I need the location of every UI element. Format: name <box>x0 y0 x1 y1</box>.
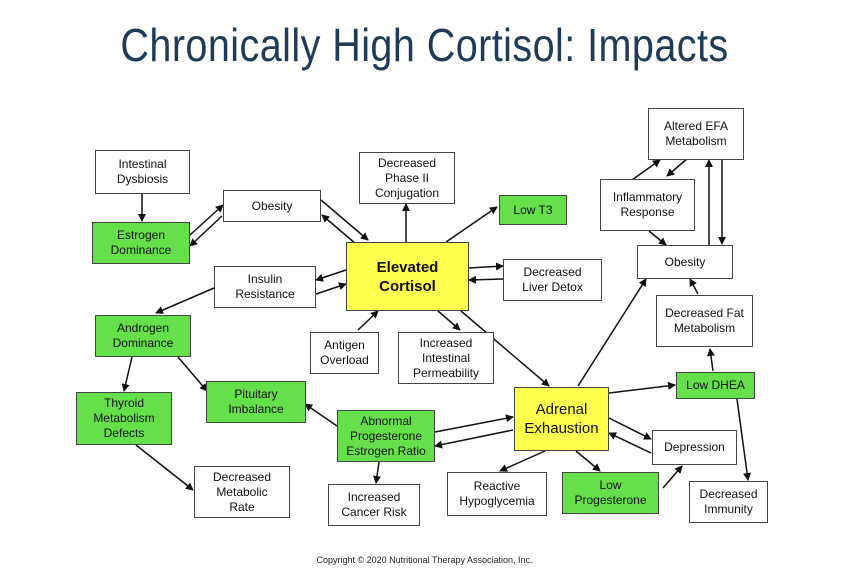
arrow-progesterone-ratio-to-adrenal <box>434 414 514 433</box>
node-intestinal-dysbiosis: Intestinal Dysbiosis <box>95 150 190 194</box>
node-low-progesterone: Low Progesterone <box>562 472 659 514</box>
arrow-cortisol-to-permeability <box>437 310 461 331</box>
arrow-obesity-to-cortisol <box>320 199 369 241</box>
arrow-liver-to-cortisol <box>468 275 504 284</box>
arrow-insulin-to-cortisol <box>315 282 347 295</box>
node-decreased-metabolic-rate: Decreased Metabolic Rate <box>194 466 290 518</box>
arrow-dhea-to-immunity <box>736 398 752 481</box>
arrow-cortisol-to-liver <box>468 262 504 271</box>
arrow-androgen-to-pituitary <box>177 356 208 392</box>
node-increased-intestinal-permeability: Increased Intestinal Permeability <box>398 332 494 384</box>
node-androgen-dominance: Androgen Dominance <box>95 315 191 357</box>
arrow-antigen-to-cortisol <box>357 310 379 331</box>
node-thyroid-metabolism: Thyroid Metabolism Defects <box>76 392 172 445</box>
arrow-cortisol-to-insulin <box>315 269 347 282</box>
page-title: Chronically High Cortisol: Impacts <box>120 19 729 71</box>
arrow-adrenal-to-lowprog <box>575 450 601 472</box>
node-insulin-resistance: Insulin Resistance <box>214 266 316 308</box>
node-low-dhea: Low DHEA <box>676 372 755 399</box>
arrow-dhea-to-fatmetab <box>706 348 715 372</box>
node-inflammatory-response: Inflammatory Response <box>600 179 695 231</box>
node-low-t3: Low T3 <box>499 195 567 225</box>
node-depression: Depression <box>652 430 737 465</box>
arrow-adrenal-to-obesity <box>577 278 647 387</box>
arrow-estrogen-to-obesity <box>189 204 224 236</box>
arrow-adrenal-to-hypoglycemia <box>499 450 546 472</box>
node-decreased-fat-metabolism: Decreased Fat Metabolism <box>656 295 753 347</box>
node-abnormal-progesterone-ratio: Abnormal Progesterone Estrogen Ratio <box>337 410 435 462</box>
node-altered-efa-metabolism: Altered EFA Metabolism <box>648 108 744 160</box>
arrow-inflammatory-to-obesity <box>648 230 667 246</box>
arrow-cortisol-to-lowt3 <box>445 206 498 243</box>
arrow-androgen-to-thyroid <box>121 356 133 392</box>
arrow-inflammatory-to-efa <box>631 159 661 181</box>
node-elevated-cortisol: Elevated Cortisol <box>346 242 469 311</box>
node-obesity-right: Obesity <box>637 245 733 279</box>
arrow-efa-to-inflammatory <box>666 157 689 177</box>
arrow-cortisol-to-adrenal <box>460 310 550 387</box>
node-antigen-overload: Antigen Overload <box>310 332 379 374</box>
arrow-obesity-to-estrogen <box>189 215 223 247</box>
arrow-adrenal-to-progesterone-ratio <box>434 429 514 449</box>
arrow-progesterone-ratio-to-pituitary <box>304 403 338 427</box>
node-obesity-left: Obesity <box>223 190 321 222</box>
arrow-adrenal-to-depression <box>608 417 652 440</box>
node-adrenal-exhaustion: Adrenal Exhaustion <box>514 387 609 451</box>
node-decreased-liver-detox: Decreased Liver Detox <box>503 259 602 301</box>
arrow-cortisol-to-obesity <box>321 214 357 245</box>
node-estrogen-dominance: Estrogen Dominance <box>92 222 190 264</box>
arrow-fatmetab-to-obesity <box>689 278 699 295</box>
arrow-adrenal-to-dhea <box>608 381 676 394</box>
arrow-thyroid-to-metabolic <box>135 444 194 491</box>
node-decreased-phase2: Decreased Phase II Conjugation <box>359 152 455 204</box>
arrow-lowprog-to-depression <box>662 465 683 489</box>
node-pituitary-imbalance: Pituitary Imbalance <box>206 381 306 423</box>
node-reactive-hypoglycemia: Reactive Hypoglycemia <box>447 472 547 516</box>
arrow-depression-to-adrenal <box>608 432 652 454</box>
arrow-insulin-to-androgen <box>155 287 215 314</box>
node-decreased-immunity: Decreased Immunity <box>689 481 768 523</box>
arrow-progesterone-ratio-to-cancer <box>373 461 381 484</box>
node-increased-cancer-risk: Increased Cancer Risk <box>328 484 420 526</box>
copyright-text: Copyright © 2020 Nutritional Therapy Ass… <box>316 555 533 565</box>
